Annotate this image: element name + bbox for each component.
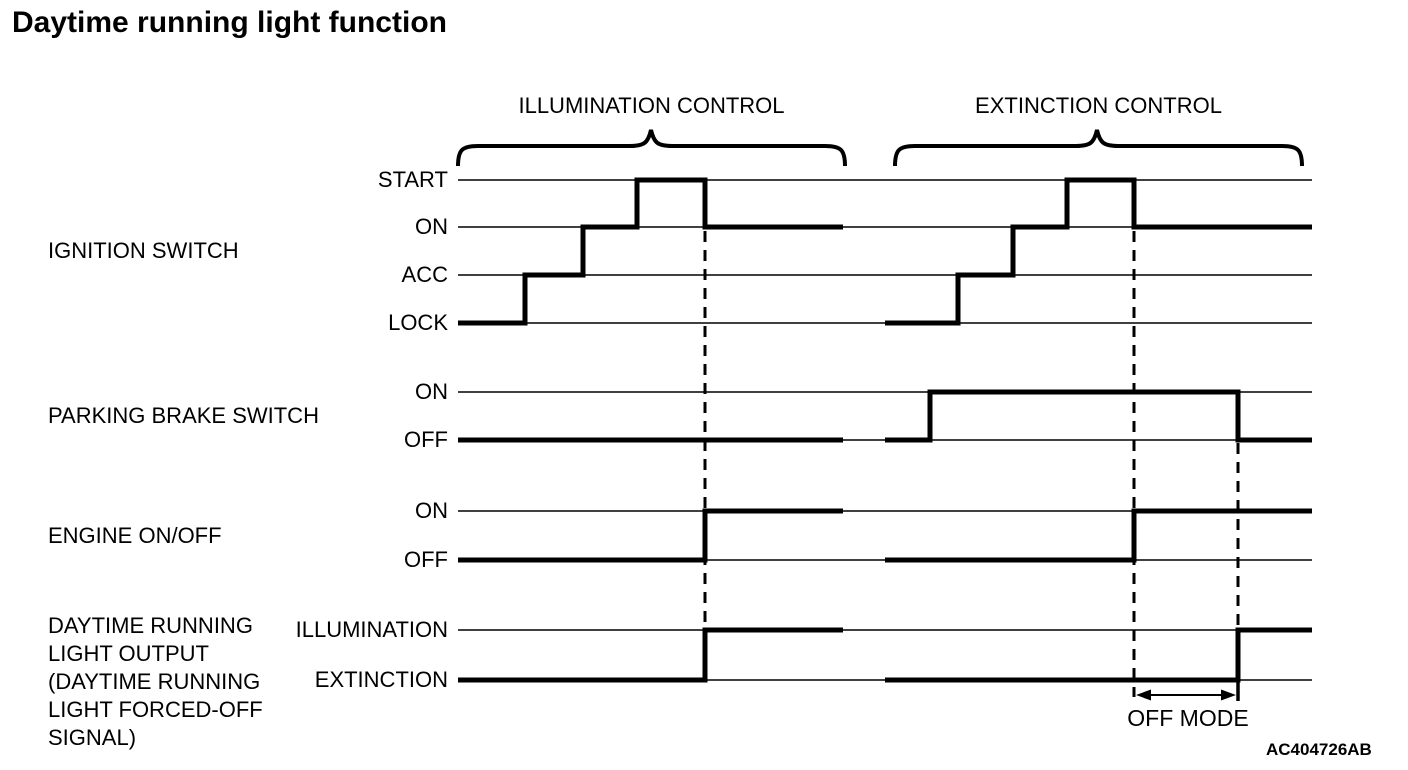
signal-label-drl-line-4: LIGHT FORCED-OFF <box>48 697 263 722</box>
event-dashed-lines <box>703 231 1240 697</box>
signal-label-drl-line-3: (DAYTIME RUNNING <box>48 669 261 694</box>
signal-label-ignition-switch: IGNITION SWITCH <box>48 238 239 263</box>
signal-waveforms <box>458 177 1312 683</box>
level-label-ignition-start: START <box>377 167 448 192</box>
signal-label-engine-on-off: ENGINE ON/OFF <box>48 523 222 548</box>
ignition-waveform-extinction <box>885 177 1312 326</box>
illumination-control-brace <box>456 129 847 167</box>
section-braces <box>456 129 1304 167</box>
off-mode-arrowhead-left-icon <box>1136 689 1151 701</box>
level-label-drl-extinction: EXTINCTION <box>314 667 448 692</box>
parking-brake-waveform-extinction <box>885 389 1312 443</box>
figure-code: AC404726AB <box>1266 740 1372 759</box>
level-label-engine-off: OFF <box>404 547 448 572</box>
engine-waveform-extinction <box>885 508 1312 563</box>
off-mode-label: OFF MODE <box>1127 705 1249 731</box>
signal-label-drl-line-1: DAYTIME RUNNING <box>48 613 253 638</box>
signal-label-drl-line-2: LIGHT OUTPUT <box>48 641 209 666</box>
drl-waveform-extinction <box>885 627 1312 683</box>
signal-label-parking-brake-switch: PARKING BRAKE SWITCH <box>48 403 319 428</box>
level-label-ignition-on: ON <box>415 214 448 239</box>
level-label-ignition-acc: ACC <box>401 262 448 287</box>
level-gridlines <box>458 179 1312 681</box>
engine-waveform-illumination <box>458 508 843 563</box>
page-title: Daytime running light function <box>12 6 447 39</box>
extinction-control-brace <box>893 129 1304 167</box>
drl-waveform-illumination <box>458 627 843 683</box>
extinction-control-header: EXTINCTION CONTROL <box>975 93 1222 118</box>
ignition-waveform-illumination <box>458 177 843 326</box>
illumination-control-header: ILLUMINATION CONTROL <box>518 93 785 118</box>
level-label-parking-off: OFF <box>404 427 448 452</box>
level-label-ignition-lock: LOCK <box>388 310 448 335</box>
level-label-drl-illumination: ILLUMINATION <box>295 617 448 642</box>
off-mode-arrowhead-right-icon <box>1221 689 1236 701</box>
signal-label-drl-line-5: SIGNAL) <box>48 725 137 750</box>
level-label-engine-on: ON <box>415 498 448 523</box>
off-mode-span-arrow <box>1136 676 1240 701</box>
level-label-parking-on: ON <box>415 379 448 404</box>
